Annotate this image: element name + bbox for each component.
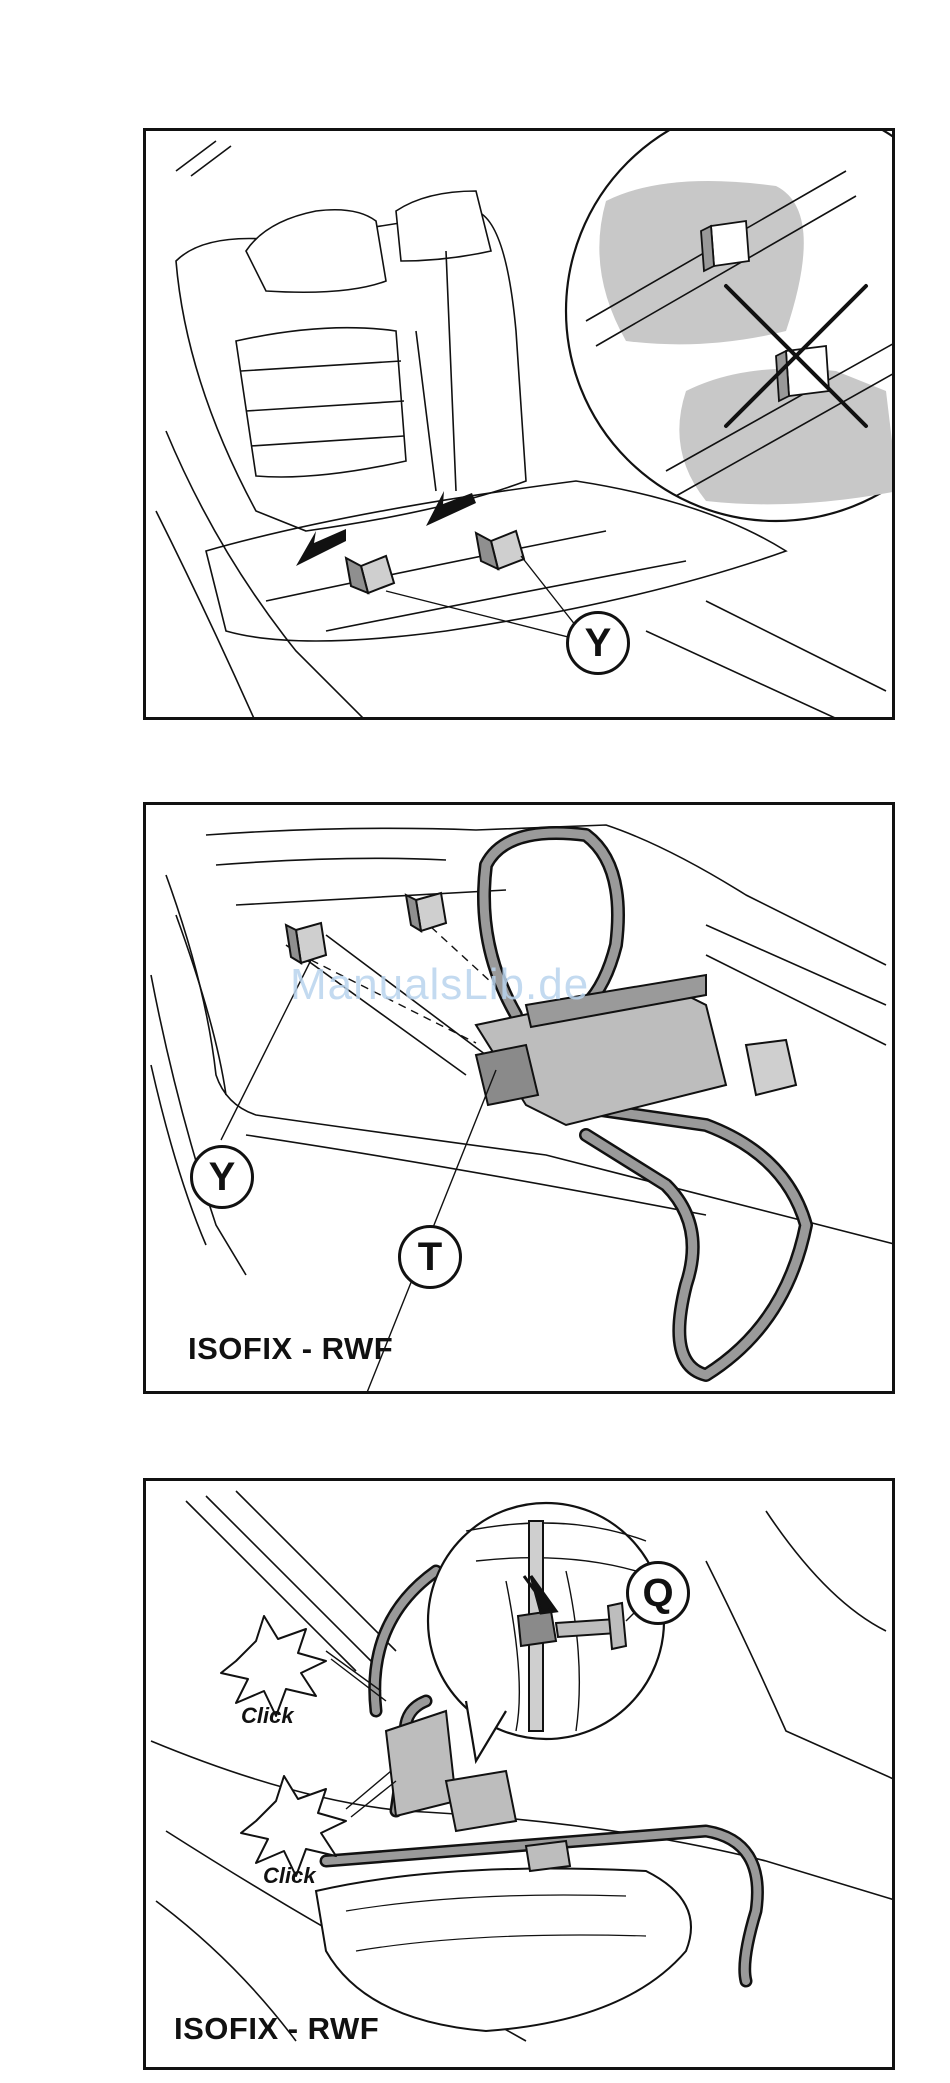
- illustration-panel-3: Click Click Q ISOFIX - RWF: [143, 1478, 895, 2070]
- panel-caption: ISOFIX - RWF: [188, 1331, 393, 1367]
- callout-t: T: [398, 1225, 462, 1289]
- isofix-base-click-drawing: [146, 1481, 895, 2070]
- panel-caption: ISOFIX - RWF: [174, 2011, 379, 2047]
- isofix-base-insertion-drawing: [146, 805, 895, 1394]
- rear-seat-with-guides-drawing: [146, 131, 895, 720]
- watermark-text: ManualsLib.de: [290, 960, 589, 1010]
- click-label: Click: [241, 1703, 294, 1729]
- callout-y: Y: [190, 1145, 254, 1209]
- illustration-panel-2: Y T ISOFIX - RWF: [143, 802, 895, 1394]
- callout-q: Q: [626, 1561, 690, 1625]
- callout-y: Y: [566, 611, 630, 675]
- illustration-panel-1: Y: [143, 128, 895, 720]
- click-label: Click: [263, 1863, 316, 1889]
